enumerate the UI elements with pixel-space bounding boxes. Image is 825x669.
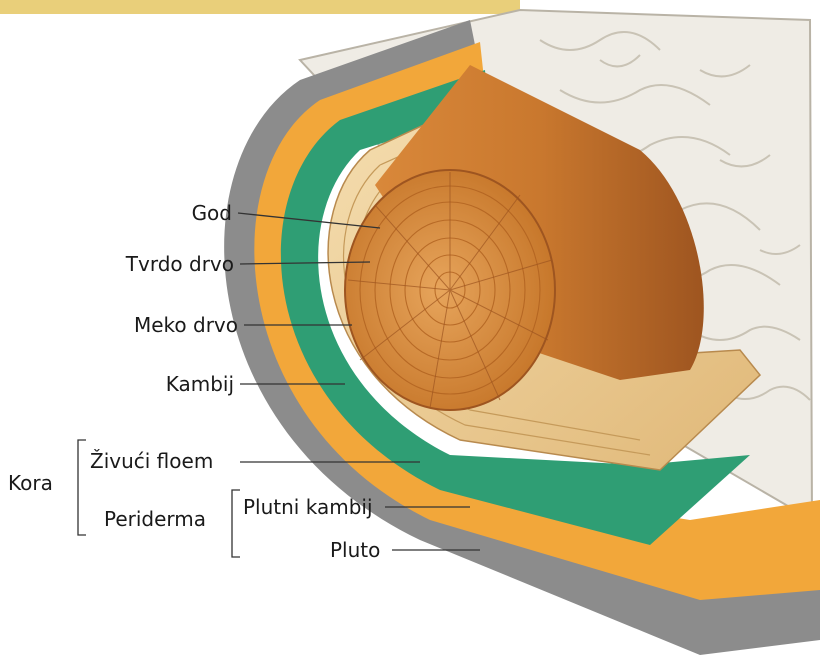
label-god: God	[170, 203, 232, 223]
label-pluto: Pluto	[330, 540, 380, 560]
top-strip	[0, 0, 520, 14]
label-kambij: Kambij	[130, 374, 234, 394]
label-periderma: Periderma	[104, 509, 206, 529]
label-plutni-kambij: Plutni kambij	[243, 497, 373, 517]
label-tvrdo-drvo: Tvrdo drvo	[100, 254, 234, 274]
label-kora: Kora	[8, 473, 53, 493]
label-zivuci-floem: Živući floem	[90, 451, 213, 471]
label-meko-drvo: Meko drvo	[100, 315, 238, 335]
